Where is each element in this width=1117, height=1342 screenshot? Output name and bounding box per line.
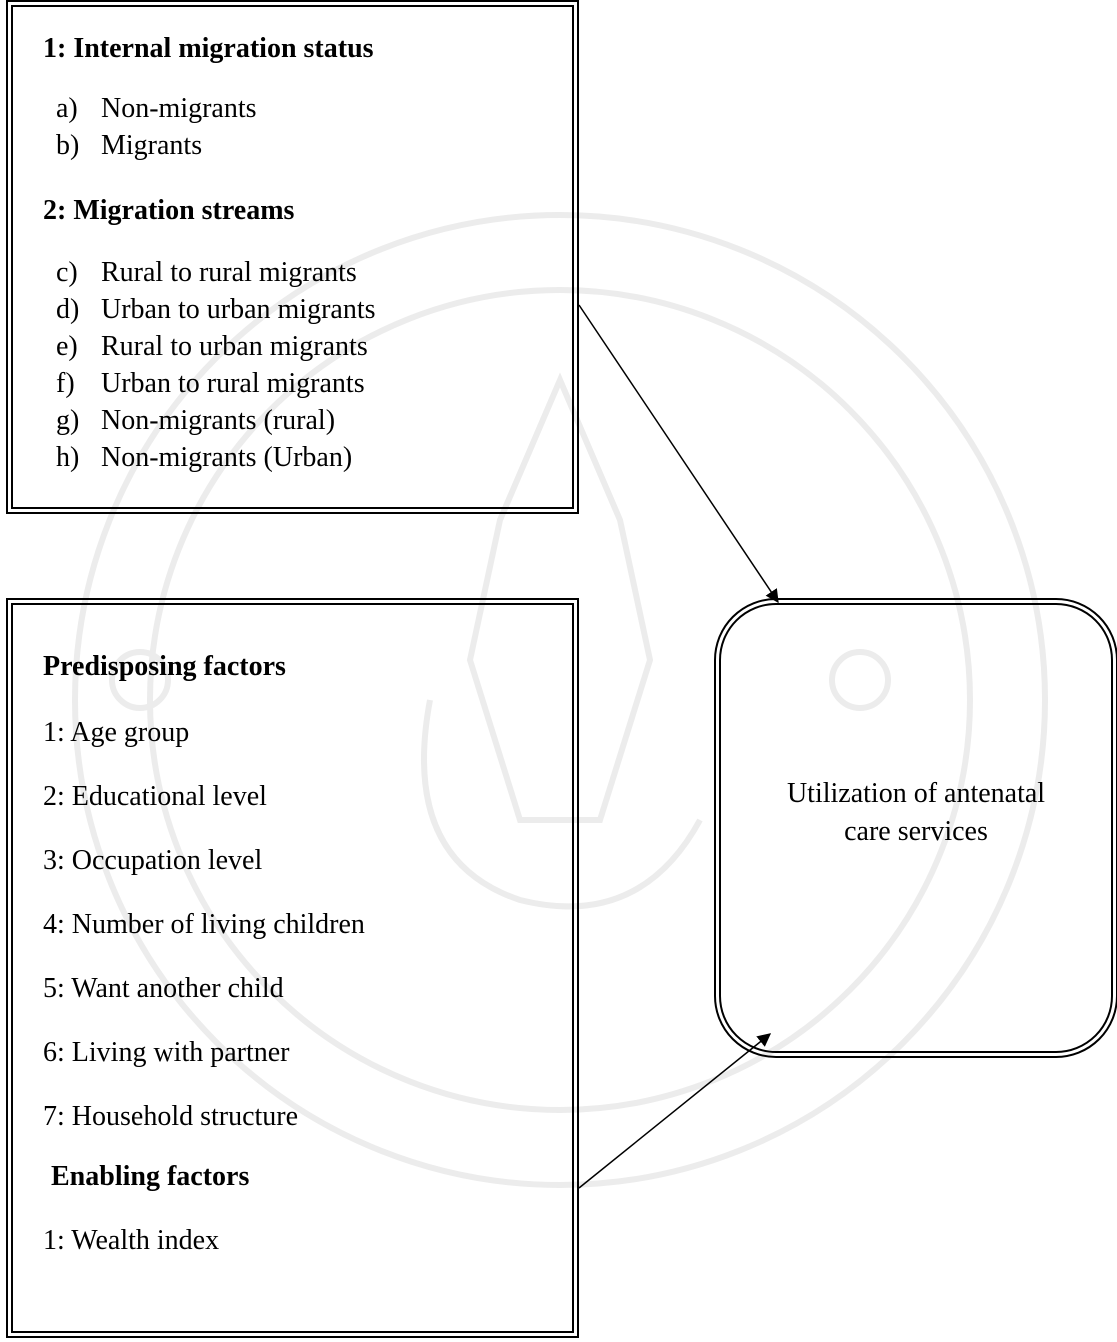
list-item: c) Rural to rural migrants — [56, 259, 357, 287]
list-item: 1: Wealth index — [43, 1225, 220, 1256]
item-letter: b) — [56, 130, 80, 161]
item-letter: h) — [56, 442, 80, 473]
list-item: a) Non-migrants — [56, 95, 257, 123]
item-text: Non-migrants (Urban) — [101, 442, 353, 473]
list-item: f) Urban to rural migrants — [56, 370, 365, 398]
list-item: 3: Occupation level — [43, 845, 263, 876]
internal-migration-status-heading: 1: Internal migration status — [43, 33, 374, 64]
item-letter: e) — [56, 331, 78, 362]
list-item: d) Urban to urban migrants — [56, 296, 376, 324]
factors-box: Predisposing factors 1: Age group 2: Edu… — [6, 598, 579, 1338]
migration-status-box: 1: Internal migration status a) Non-migra… — [6, 0, 579, 514]
item-letter: c) — [56, 257, 78, 288]
predisposing-factors-heading: Predisposing factors — [43, 651, 286, 682]
migration-streams-heading: 2: Migration streams — [43, 195, 295, 226]
list-item: 1: Age group — [43, 717, 190, 748]
arrow-migration-to-outcome — [578, 304, 779, 604]
list-item: e) Rural to urban migrants — [56, 333, 368, 361]
outcome-label-line: care services — [844, 816, 988, 847]
item-letter: a) — [56, 93, 78, 124]
item-letter: g) — [56, 405, 80, 436]
item-letter: f) — [56, 368, 75, 399]
list-item: b) Migrants — [56, 132, 202, 160]
list-item: 7: Household structure — [43, 1101, 299, 1132]
item-text: Urban to rural migrants — [101, 368, 365, 399]
outcome-label-line: Utilization of antenatal — [786, 778, 1046, 809]
item-text: Non-migrants (rural) — [101, 405, 336, 436]
list-item: h) Non-migrants (Urban) — [56, 444, 352, 472]
list-item: 5: Want another child — [43, 973, 284, 1004]
item-text: Rural to urban migrants — [101, 331, 368, 362]
item-text: Urban to urban migrants — [101, 294, 376, 325]
list-item: 2: Educational level — [43, 781, 267, 812]
item-text: Non-migrants — [101, 93, 257, 124]
list-item: 6: Living with partner — [43, 1037, 290, 1068]
outcome-label: Utilization of antenatal care services — [751, 775, 1081, 851]
outcome-box: Utilization of antenatal care services — [714, 598, 1117, 1058]
item-letter: d) — [56, 294, 80, 325]
item-text: Rural to rural migrants — [101, 257, 357, 288]
item-text: Migrants — [101, 130, 203, 161]
enabling-factors-heading: Enabling factors — [51, 1161, 250, 1192]
list-item: 4: Number of living children — [43, 909, 365, 940]
arrow-factors-to-outcome — [578, 1033, 772, 1189]
list-item: g) Non-migrants (rural) — [56, 407, 335, 435]
